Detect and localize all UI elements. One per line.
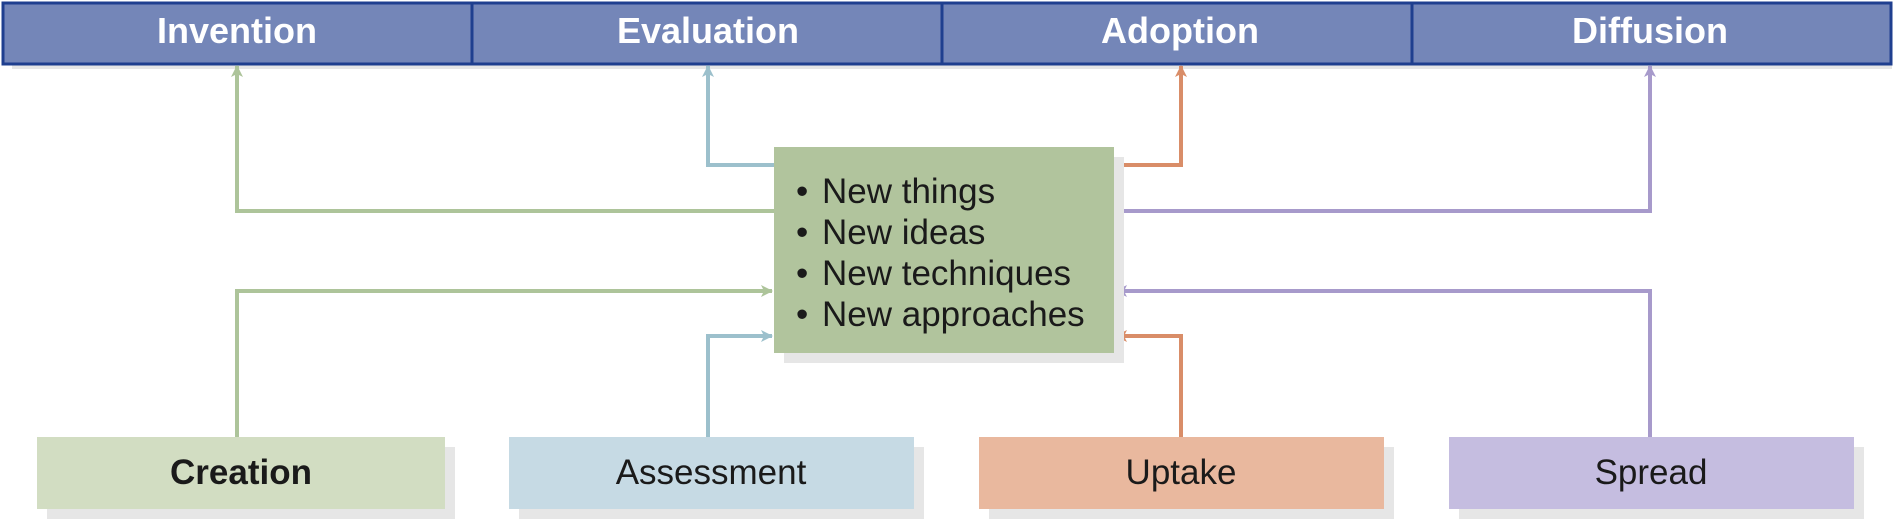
center-item-new-ideas: New ideas xyxy=(822,213,985,252)
center-bullet: • xyxy=(796,254,808,293)
stage-evaluation: Evaluation xyxy=(617,10,799,51)
connectors xyxy=(231,65,1656,437)
arrow-to-diffusion xyxy=(1114,65,1656,213)
arrow-to-adoption xyxy=(1114,65,1187,167)
center-item-new-things: New things xyxy=(822,172,995,211)
spread-label: Spread xyxy=(1595,453,1708,492)
center-item-new-approaches: New approaches xyxy=(822,295,1085,334)
arrow-from-creation xyxy=(235,285,773,437)
stage-header-bar xyxy=(1,1,1893,66)
spread-box xyxy=(1449,437,1854,509)
stage-adoption: Adoption xyxy=(1101,10,1259,51)
center-bullet: • xyxy=(796,172,808,211)
arrow-from-uptake xyxy=(1115,330,1183,437)
arrow-to-invention xyxy=(231,65,774,213)
arrow-from-assessment xyxy=(706,330,773,437)
assessment-label: Assessment xyxy=(616,453,807,492)
assessment-box xyxy=(509,437,914,509)
creation-label: Creation xyxy=(170,453,312,492)
arrow-to-evaluation xyxy=(702,65,774,167)
center-bullet: • xyxy=(796,213,808,252)
creation-box xyxy=(37,437,445,509)
center-item-new-techniques: New techniques xyxy=(822,254,1071,293)
arrow-from-spread xyxy=(1115,285,1652,437)
stage-invention: Invention xyxy=(157,10,317,51)
center-bullet: • xyxy=(796,295,808,334)
uptake-label: Uptake xyxy=(1126,453,1237,492)
bottom-boxes: Creation Assessment Uptake Spread xyxy=(37,437,1864,519)
center-box: • New things • New ideas • New technique… xyxy=(774,147,1124,363)
uptake-box xyxy=(979,437,1384,509)
stage-header: Invention Evaluation Adoption Diffusion xyxy=(1,1,1893,69)
center-box-panel xyxy=(774,147,1114,353)
stage-diffusion: Diffusion xyxy=(1572,10,1728,51)
